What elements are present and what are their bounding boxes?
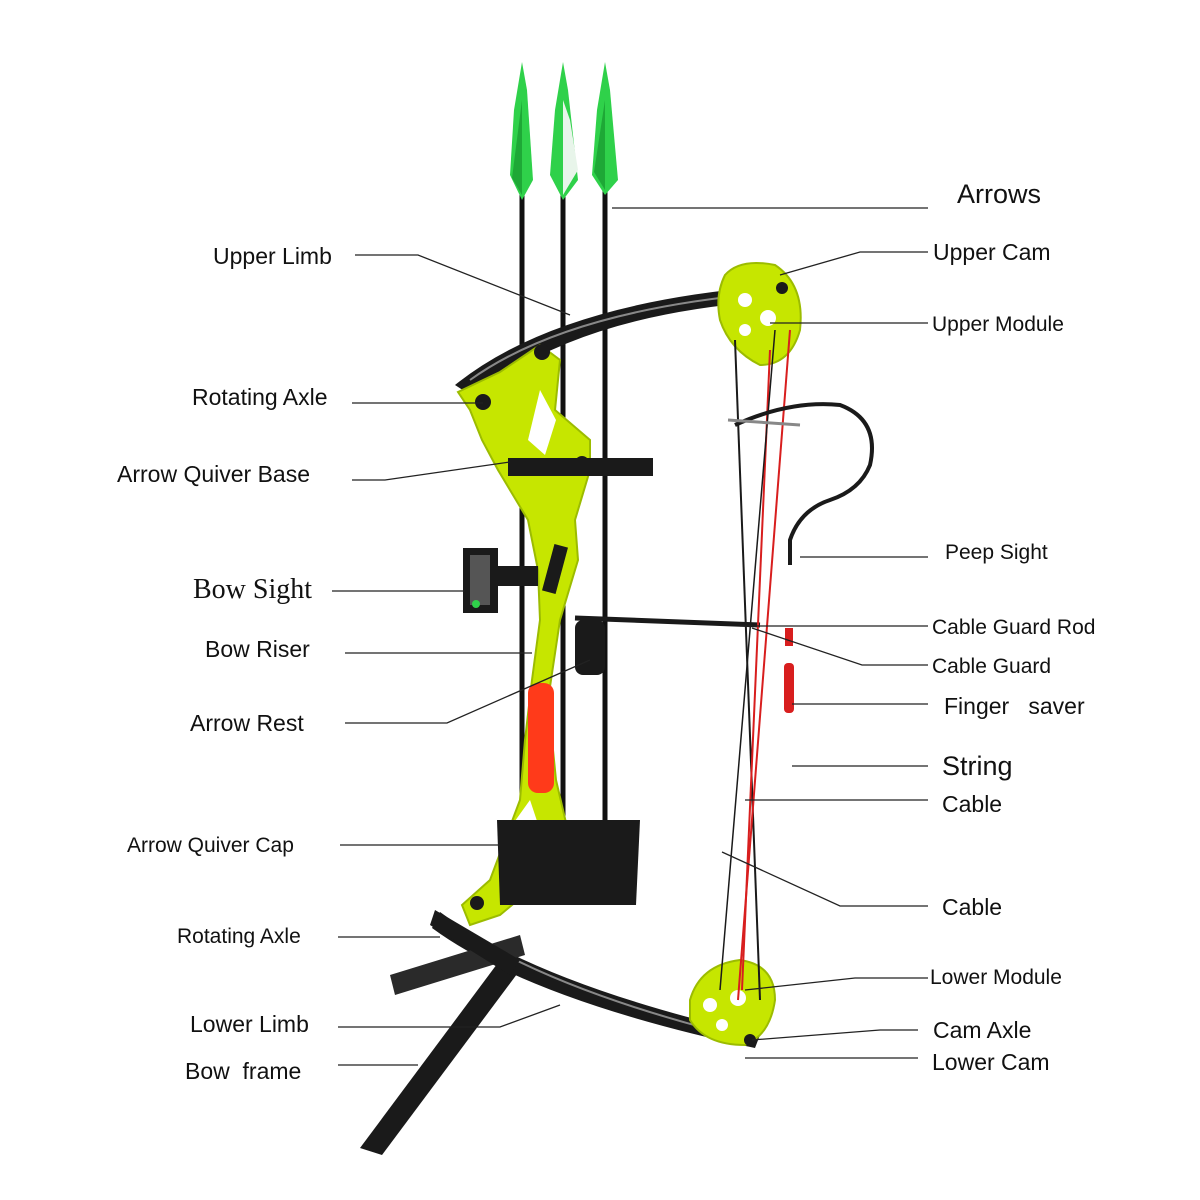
label-cable-guard: Cable Guard [932, 655, 1052, 678]
peep-sight [734, 402, 874, 565]
label-string: String [942, 751, 1013, 781]
label-rotating-axle-lower: Rotating Axle [177, 925, 301, 948]
label-upper-limb: Upper Limb [213, 243, 332, 269]
label-peep-sight: Peep Sight [945, 541, 1048, 564]
leader-upper-cam [779, 251, 928, 276]
label-arrow-quiver-cap: Arrow Quiver Cap [127, 834, 294, 857]
label-upper-module: Upper Module [932, 313, 1064, 336]
label-arrow-rest: Arrow Rest [190, 710, 304, 736]
label-cam-axle: Cam Axle [933, 1017, 1032, 1043]
bow-sight [463, 548, 538, 613]
bow-string [734, 339, 761, 1001]
upper-rotating-axle-icon [475, 394, 491, 410]
leader-cable-guard [751, 627, 928, 666]
label-finger-saver: Finger saver [944, 693, 1085, 719]
label-lower-module: Lower Module [930, 966, 1062, 989]
cable-guard-rod [574, 615, 761, 628]
label-bow-frame: Bow frame [185, 1058, 302, 1084]
label-lower-limb: Lower Limb [190, 1011, 309, 1037]
label-bow-sight: Bow Sight [193, 574, 313, 605]
arrow-quiver-cap [497, 820, 640, 905]
leader-arrow-rest [345, 659, 591, 724]
arrow-quiver-base [508, 458, 653, 476]
lower-cam [689, 958, 777, 1047]
label-cable-upper: Cable [942, 791, 1003, 817]
label-upper-cam: Upper Cam [933, 239, 1051, 265]
leader-lower-module [744, 977, 928, 991]
arrow-fletching-left [510, 62, 533, 200]
finger-saver [784, 663, 794, 713]
leader-cam-axle [751, 1029, 918, 1041]
grip-pad [528, 683, 554, 793]
arrow-fletching-right [592, 62, 618, 195]
label-cable-guard-rod: Cable Guard Rod [932, 616, 1096, 639]
cable [719, 329, 776, 991]
label-cable-lower: Cable [942, 894, 1003, 920]
leader-lower-limb [338, 1004, 561, 1028]
bow-frame-stand [360, 910, 525, 1155]
label-bow-riser: Bow Riser [205, 636, 310, 662]
leader-cable-lower [721, 851, 928, 907]
leader-arrow-quiver-base [352, 461, 511, 481]
label-arrow-quiver-base: Arrow Quiver Base [117, 461, 311, 487]
arrow-rest [575, 620, 605, 675]
label-arrows: Arrows [957, 179, 1042, 209]
leader-upper-limb [355, 254, 571, 316]
arrow-fletching-middle [550, 62, 578, 200]
leader-lines [332, 207, 928, 1066]
label-rotating-axle-upper: Rotating Axle [192, 384, 328, 410]
label-lower-cam: Lower Cam [932, 1049, 1050, 1075]
